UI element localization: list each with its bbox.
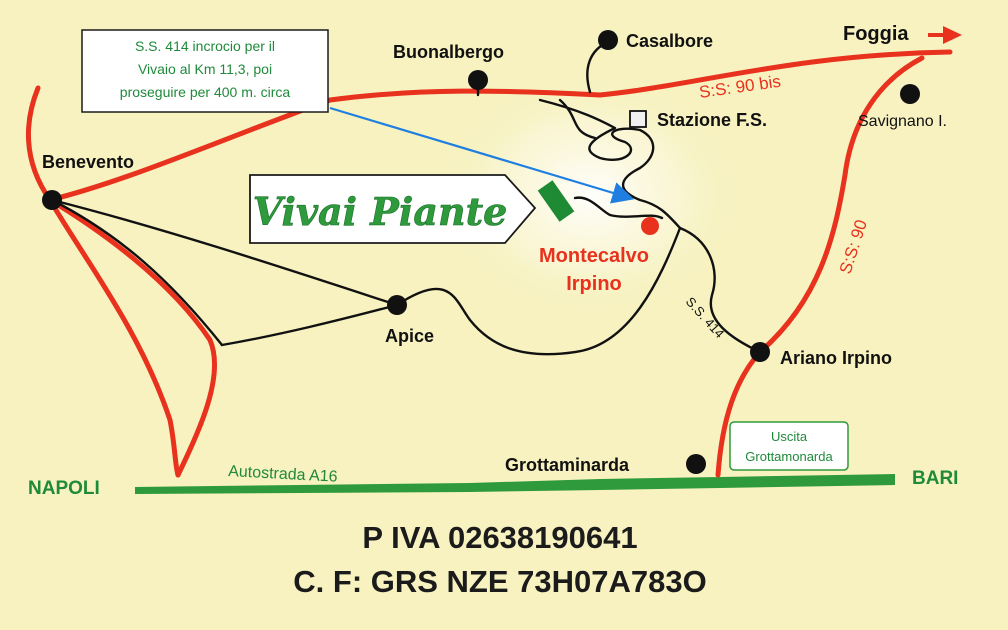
road-benevento-south (47, 197, 218, 478)
exit-line-2: Grottamonarda (745, 449, 833, 464)
montecalvo-label-2: Irpino (566, 273, 622, 295)
callout-line-1: S.S. 414 incrocio per il (135, 38, 275, 54)
montecalvo-label-1: Montecalvo (539, 245, 649, 267)
exit-line-1: Uscita (771, 429, 808, 444)
exit-box (729, 421, 849, 471)
callout-line-3: proseguire per 400 m. circa (120, 84, 291, 100)
foggia-label: Foggia (843, 23, 909, 45)
piva-text: P IVA 02638190641 (362, 520, 637, 555)
road-apice-link (220, 303, 399, 347)
callout-box (81, 29, 329, 113)
highlight-glow (440, 75, 740, 315)
buonalbergo-dot (468, 70, 488, 90)
nursery-access-road (573, 196, 664, 220)
road-benevento-napoli (47, 197, 181, 478)
benevento-dot (42, 190, 62, 210)
cf-text: C. F: GRS NZE 73H07A783O (293, 564, 706, 599)
ariano-label: Ariano Irpino (780, 348, 892, 368)
road-benevento-apice-north (50, 198, 399, 307)
stazione-label: Stazione F.S. (657, 110, 767, 130)
benevento-label: Benevento (42, 152, 134, 172)
banner-title: Vivai Piante (253, 189, 508, 234)
road-apice-montecalvo (395, 226, 682, 356)
buonalbergo-label: Buonalbergo (393, 42, 504, 62)
savignano-label: Savignano I. (858, 113, 947, 130)
nursery-marker (537, 180, 575, 222)
casalbore-label: Casalbore (626, 31, 713, 51)
apice-dot (387, 295, 407, 315)
bari-label: BARI (912, 468, 958, 489)
ariano-dot (750, 342, 770, 362)
road-ss90 (715, 55, 925, 478)
foggia-arrow-head (943, 26, 962, 44)
road-benevento-apice-south (50, 198, 224, 347)
casalbore-dot (598, 30, 618, 50)
grottaminarda-label: Grottaminarda (505, 455, 630, 475)
banner-shape (249, 174, 537, 244)
motorway-a16 (135, 474, 895, 494)
savignano-dot (900, 84, 920, 104)
road-ss414 (678, 226, 762, 354)
napoli-label: NAPOLI (28, 478, 100, 499)
road-winding-branch (558, 98, 597, 140)
route-arrow (329, 106, 635, 204)
grottaminarda-dot (686, 454, 706, 474)
montecalvo-dot (641, 217, 659, 235)
stazione-square (629, 110, 647, 128)
callout-line-2: Vivaio al Km 11,3, poi (138, 61, 272, 77)
apice-label: Apice (385, 326, 434, 346)
a16-label: Autostrada A16 (228, 463, 338, 486)
